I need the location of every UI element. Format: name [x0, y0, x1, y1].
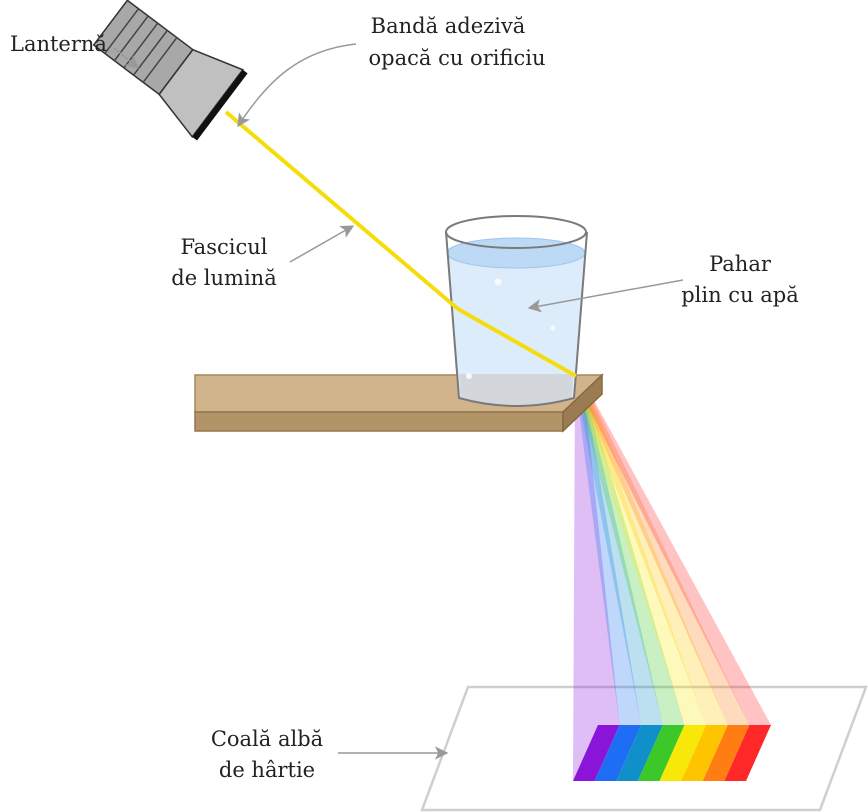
- flashlight-arrow: [113, 47, 140, 69]
- spectrum-band: [702, 725, 750, 781]
- spectrum-ray: [575, 380, 642, 725]
- label-beam-line1: Fascicul: [181, 235, 268, 259]
- water-body: [448, 252, 586, 405]
- label-paper-line2: de hârtie: [219, 758, 315, 782]
- spectrum-band: [573, 725, 620, 781]
- bubble: [550, 325, 556, 331]
- spectrum-band: [594, 725, 642, 781]
- spectrum-ray: [573, 380, 620, 781]
- opaque-tape: [192, 69, 248, 141]
- label-glass-line2: plin cu apă: [681, 283, 799, 307]
- water-surface: [446, 237, 586, 269]
- label-beam-line2: de lumină: [171, 266, 276, 290]
- beam-arrow: [289, 225, 355, 263]
- spectrum-ray: [575, 380, 663, 725]
- dispersed-rays: [573, 380, 771, 781]
- table-front: [194, 411, 564, 432]
- spectrum-band: [616, 725, 663, 781]
- spectrum-on-paper: [573, 725, 771, 781]
- spectrum-ray: [575, 380, 685, 725]
- light-beam: [224, 110, 577, 378]
- label-glass-line1: Pahar: [709, 252, 772, 276]
- spectrum-ray: [575, 380, 750, 725]
- tape-arrow: [237, 43, 357, 128]
- spectrum-ray: [575, 380, 771, 725]
- spectrum-band: [681, 725, 728, 781]
- spectrum-band: [659, 725, 707, 781]
- label-tape-line2: opacă cu orificiu: [369, 46, 546, 70]
- glass-arrow: [527, 279, 684, 313]
- glass-outline: [445, 231, 588, 407]
- label-flashlight: Lanternă: [10, 32, 107, 56]
- spectrum-ray: [575, 380, 728, 725]
- spectrum-ray: [575, 380, 707, 725]
- label-tape-line1: Bandă adezivă: [371, 14, 526, 38]
- spectrum-band: [724, 725, 771, 781]
- glass-of-water: [445, 215, 588, 407]
- spectrum-band: [637, 725, 685, 781]
- glass-bottom: [459, 374, 573, 406]
- label-paper-line1: Coală albă: [211, 727, 323, 751]
- table-side: [562, 373, 603, 433]
- bubble: [494, 278, 502, 286]
- bubble: [466, 373, 472, 379]
- flashlight: [92, 0, 248, 141]
